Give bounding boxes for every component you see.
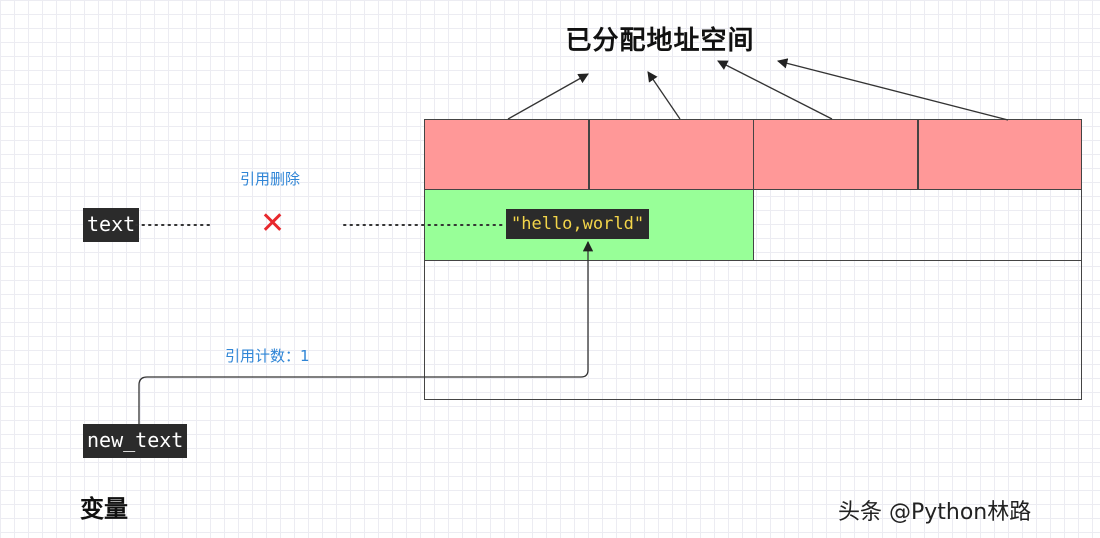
reference-deleted-label: 引用删除 — [240, 170, 301, 188]
diagram-title: 已分配地址空间 — [565, 26, 755, 56]
memory-block — [424, 119, 1082, 400]
watermark: 头条 @Python林路 — [838, 500, 1032, 525]
arrow-cell-4-to-title — [776, 58, 1009, 121]
ref-count-label: 引用计数：1 — [225, 347, 310, 365]
string-value-box: "hello,world" — [506, 209, 650, 239]
deleted-x-mark: ✕ — [260, 206, 286, 241]
variables-section-label: 变量 — [80, 495, 128, 523]
variable-text: text — [83, 208, 140, 242]
ref-arrow-new-text — [138, 240, 594, 424]
variable-new-text: new_text — [83, 424, 188, 458]
allocated-cell-4 — [918, 119, 1082, 190]
arrow-cell-2-to-title — [647, 71, 681, 120]
allocated-cell-3 — [753, 119, 918, 190]
free-memory-cell — [753, 189, 1082, 261]
allocated-cell-1 — [424, 119, 589, 190]
arrow-cell-1-to-title — [507, 73, 589, 120]
arrow-cell-3-to-title — [717, 60, 833, 120]
